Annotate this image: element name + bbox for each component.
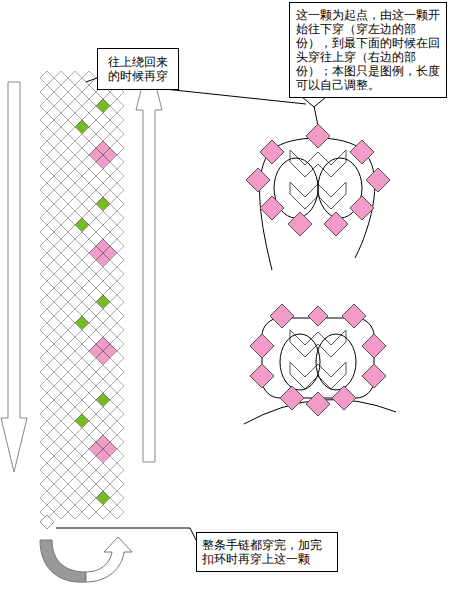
leader-line [86,78,97,82]
callout-text: 往上绕回来的时候再穿 [108,55,168,83]
bead [68,505,82,519]
turn-arrow-white [86,537,132,582]
bead-cluster-1 [246,124,390,270]
callout-box: 整条手链都穿完，加完扣环时再穿上这一颗 [196,532,338,572]
bead [96,505,110,519]
leader-line [314,106,318,126]
up-arrow [136,58,162,462]
turn-arrow-gray [40,540,86,582]
bead [110,505,124,519]
callout-box: 这一颗为起点，由这一颗开始往下穿（穿左边的部份），到最下面的时候在回头穿往上穿（… [289,2,447,98]
leader-line [56,528,196,540]
bead [82,505,96,519]
callout-pointer [302,97,326,107]
callout-text: 这一颗为起点，由这一颗开始往下穿（穿左边的部份），到最下面的时候在回头穿往上穿（… [296,8,440,92]
bead-cluster-2 [244,304,396,424]
down-arrow [1,82,27,472]
bead [54,505,68,519]
bead [40,515,54,529]
callout-text: 整条手链都穿完，加完扣环时再穿上这一颗 [202,538,332,566]
callout-box: 往上绕回来的时候再穿 [97,48,179,90]
bead-grid [40,71,124,529]
